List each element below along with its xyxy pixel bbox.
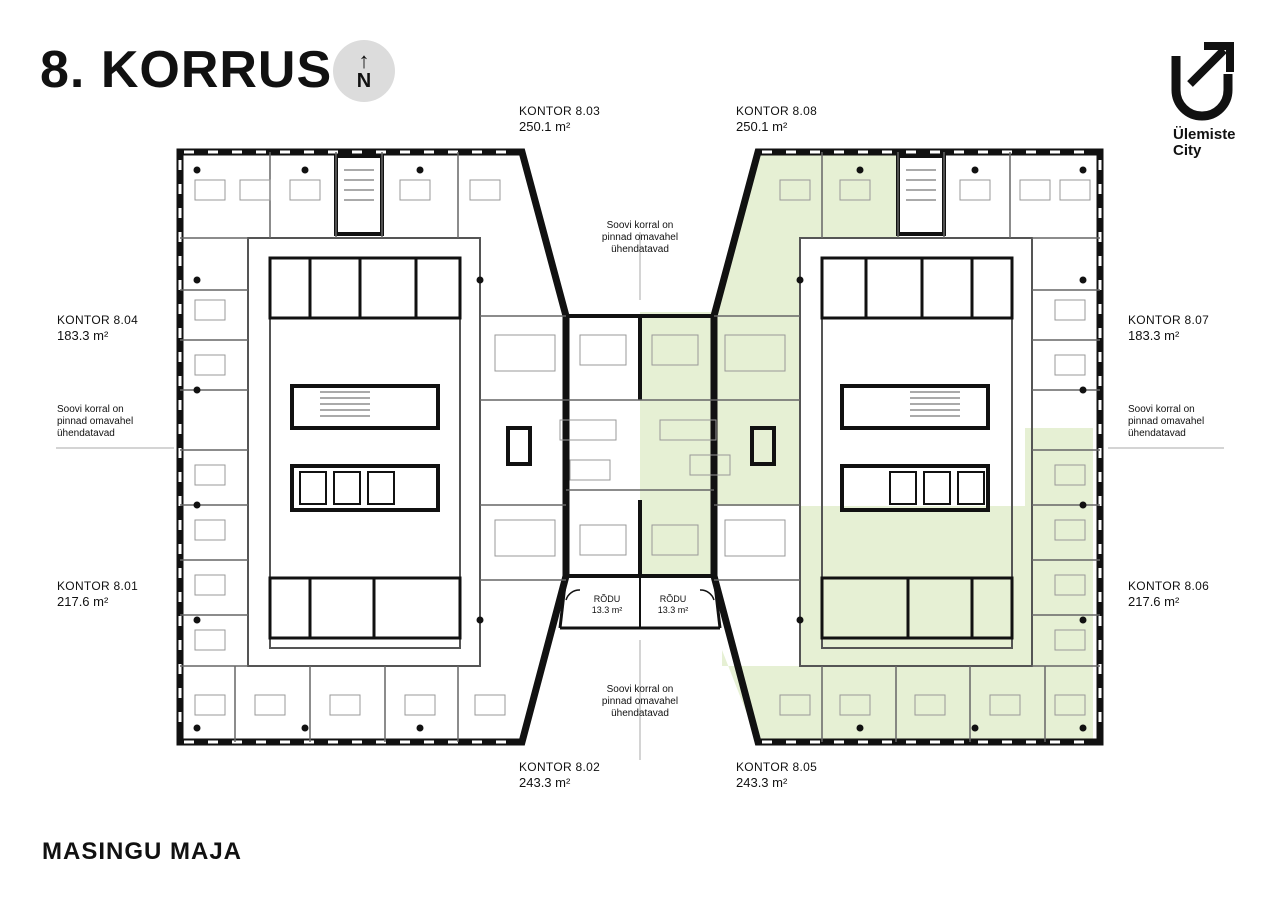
logo-line-2: City [1173,142,1202,159]
highlight-small-room [640,506,712,576]
north-arrow-icon: ↑ [358,48,370,73]
meeting-rooms [268,256,1014,640]
highlighted-area [640,152,1093,742]
note-line: pinnad omavahel [1128,416,1205,427]
office-name: KONTOR 8.05 [736,760,818,774]
balcony-name: RÕDU [593,594,621,604]
west-core-ring [247,237,481,667]
office-area: 183.3 m² [57,328,109,343]
shaft-west [506,426,532,466]
east-lifts [840,464,990,512]
connection-note-bottom: Soovi korral on pinnad omavahel ühendata… [585,684,695,720]
office-label-kontor-8-06: KONTOR 8.06 217.6 m² [1128,579,1209,609]
office-label-kontor-8-02: KONTOR 8.02 243.3 m² [519,760,600,790]
office-area: 250.1 m² [736,119,788,134]
office-name: KONTOR 8.08 [736,104,818,118]
note-line: Soovi korral on [57,404,124,415]
note-line: Soovi korral on [606,684,674,695]
connection-note-left: Soovi korral on pinnad omavahel ühendata… [57,404,133,440]
note-line: ühendatavad [611,244,669,255]
office-label-kontor-8-04: KONTOR 8.04 183.3 m² [57,313,138,343]
floor-title: 8. KORRUS [40,41,333,99]
connection-note-right: Soovi korral on pinnad omavahel ühendata… [1128,404,1204,440]
west-stair [290,384,440,430]
connection-lines [56,232,1224,760]
furniture [194,179,1091,716]
office-label-kontor-8-07: KONTOR 8.07 183.3 m² [1128,313,1209,343]
window-marks [178,150,1102,744]
balcony-area: 13.3 m² [591,605,623,615]
room-partitions [180,152,1100,742]
office-area: 217.6 m² [57,594,109,609]
east-core-ring [799,237,1033,667]
note-line: Soovi korral on [1128,404,1195,415]
balcony-area: 13.3 m² [657,605,689,615]
office-name: KONTOR 8.07 [1128,313,1210,327]
office-label-kontor-8-05: KONTOR 8.05 243.3 m² [736,760,817,790]
office-label-kontor-8-03: KONTOR 8.03 250.1 m² [519,104,600,134]
note-line: pinnad omavahel [57,416,134,427]
ulemiste-city-logo-icon [1171,42,1234,121]
logo-wordmark: Ülemiste City [1173,127,1236,159]
highlight-east-strip [1025,428,1093,742]
connection-note-top: Soovi korral on pinnad omavahel ühendata… [585,220,695,256]
highlight-north-wing [640,152,900,410]
north-indicator: ↑ N [333,40,395,102]
note-line: ühendatavad [1128,428,1186,439]
note-line: ühendatavad [611,708,669,719]
office-name: KONTOR 8.04 [57,313,139,327]
office-name: KONTOR 8.01 [57,579,139,593]
shaft-east [750,426,776,466]
building-name: MASINGU MAJA [42,838,243,865]
note-line: pinnad omavahel [601,696,679,707]
office-label-kontor-8-01: KONTOR 8.01 217.6 m² [57,579,138,609]
balcony-label-east: RÕDU 13.3 m² [648,594,698,616]
east-stair [840,384,990,430]
balcony-name: RÕDU [659,594,687,604]
north-letter: N [356,70,372,92]
office-area: 243.3 m² [736,775,788,790]
office-name: KONTOR 8.06 [1128,579,1210,593]
east-top-stair [896,154,946,236]
columns [193,166,1087,732]
west-lifts [290,464,440,512]
note-line: Soovi korral on [606,220,674,231]
office-area: 183.3 m² [1128,328,1180,343]
office-name: KONTOR 8.03 [519,104,601,118]
stair-treads [320,169,960,417]
highlight-south-block [800,506,1025,666]
note-line: pinnad omavahel [601,232,679,243]
west-top-stair [334,154,384,236]
highlight-south-wing [722,650,1025,742]
office-name: KONTOR 8.02 [519,760,601,774]
office-area: 250.1 m² [519,119,571,134]
note-line: ühendatavad [57,428,115,439]
office-area: 243.3 m² [519,775,571,790]
logo-line-1: Ülemiste [1173,126,1236,143]
lift-cars [299,471,985,505]
office-label-kontor-8-08: KONTOR 8.08 250.1 m² [736,104,817,134]
balcony-label-west: RÕDU 13.3 m² [582,594,632,616]
balcony-arcs [565,589,715,601]
office-area: 217.6 m² [1128,594,1180,609]
